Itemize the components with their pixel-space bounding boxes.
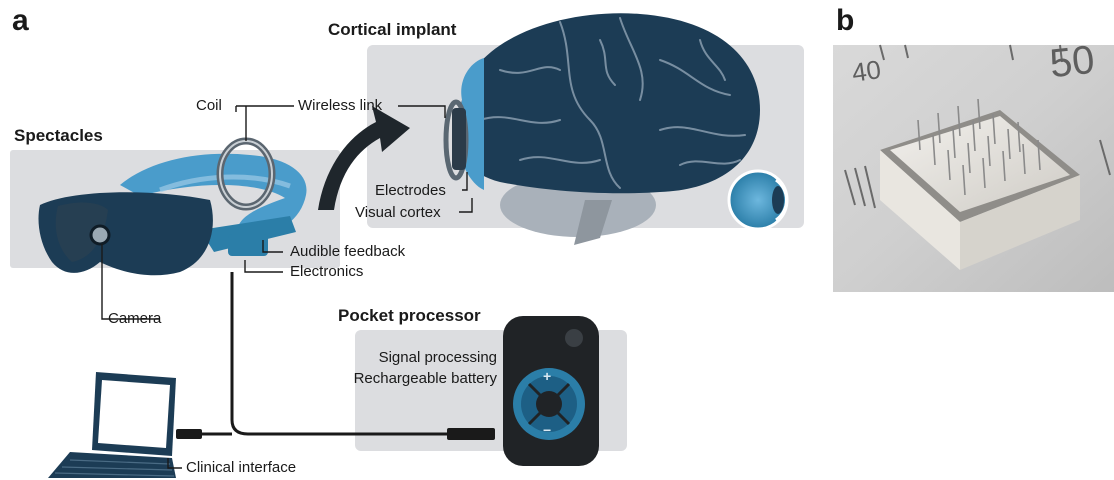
processor-connector [447, 428, 495, 440]
processor-minus-button: − [543, 422, 552, 438]
laptop-connector [176, 429, 202, 439]
wireless-link-label: Wireless link [298, 97, 383, 114]
clinical-interface-label: Clinical interface [186, 459, 297, 476]
link-arrow [318, 106, 410, 210]
pocket-processor-heading: Pocket processor [338, 306, 481, 325]
visual-cortex-label: Visual cortex [355, 204, 441, 221]
pocket-processor-illustration [503, 316, 599, 466]
rechargeable-battery-label: Rechargeable battery [353, 370, 497, 387]
cortical-implant-heading: Cortical implant [328, 20, 457, 39]
leader-lines [101, 105, 473, 469]
spectacles-heading: Spectacles [14, 126, 103, 145]
processor-plus-button: + [543, 368, 552, 384]
cables [200, 272, 450, 436]
electrodes-label: Electrodes [375, 182, 446, 199]
coil-label: Coil [196, 97, 222, 114]
ruler-number-50: 50 [1047, 37, 1097, 87]
brain-illustration [443, 13, 760, 245]
spectacles-illustration [38, 153, 307, 276]
panel-a-letter: a [12, 4, 29, 37]
electrode-array-photo [833, 44, 1114, 292]
audible-feedback-label: Audible feedback [290, 243, 406, 260]
panel-b-letter: b [836, 4, 855, 37]
signal-processing-label: Signal processing [378, 349, 497, 366]
camera-label: Camera [108, 310, 162, 327]
electronics-label: Electronics [290, 263, 364, 280]
eye-illustration [727, 169, 789, 231]
ruler-number-40: 40 [849, 54, 883, 88]
laptop-illustration [48, 372, 176, 478]
